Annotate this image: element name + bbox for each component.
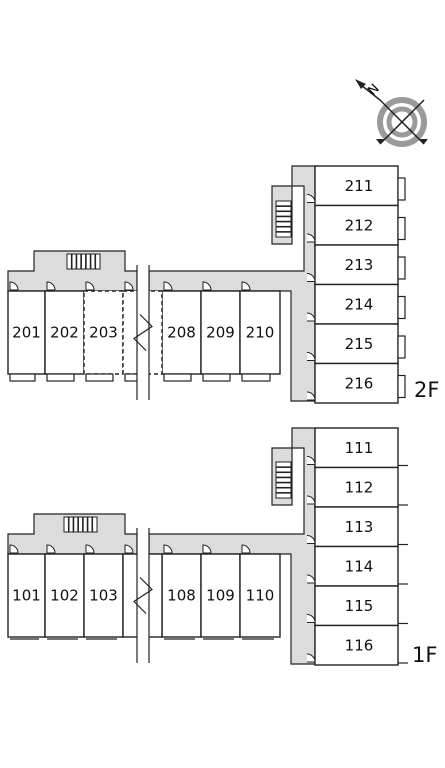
balcony [46, 373, 75, 382]
unit-label-212: 212 [345, 216, 374, 234]
unit-label-116: 116 [345, 636, 374, 654]
unit-215 [314, 323, 399, 365]
unit-label-202: 202 [50, 324, 79, 342]
unit-202 [44, 290, 85, 375]
door-icon [202, 281, 212, 291]
compass-north-label: N [365, 81, 382, 98]
unit-label-108: 108 [167, 587, 196, 605]
unit-label-203: 203 [89, 324, 118, 342]
balcony [85, 373, 114, 382]
balcony [397, 216, 406, 241]
unit-label-209: 209 [206, 324, 235, 342]
balcony [202, 373, 231, 382]
balcony [397, 177, 406, 201]
door-icon [202, 544, 212, 554]
unit-label-208: 208 [167, 324, 196, 342]
unit-209 [200, 290, 241, 375]
unit-label-115: 115 [345, 597, 374, 615]
unit-116 [314, 624, 399, 666]
unit-label-101: 101 [12, 587, 41, 605]
unit-label-114: 114 [345, 557, 374, 575]
door-icon [241, 544, 251, 554]
unit-label-214: 214 [345, 295, 374, 313]
unit-label-110: 110 [246, 587, 275, 605]
unit-211 [314, 165, 399, 207]
unit-110 [239, 553, 281, 638]
unit-label-112: 112 [345, 478, 374, 496]
door-icon [241, 281, 251, 291]
compass: N [355, 79, 428, 147]
unit-210 [239, 290, 281, 375]
balcony [397, 295, 406, 320]
door-icon [9, 544, 19, 554]
door-icon [46, 544, 56, 554]
door-icon [46, 281, 56, 291]
door-icon [85, 281, 95, 291]
unit-108 [161, 553, 202, 638]
balcony [397, 335, 406, 359]
unit-101 [7, 553, 46, 638]
door-icon [124, 544, 134, 554]
unit-label-215: 215 [345, 335, 374, 353]
unit-112 [314, 466, 399, 508]
unit-label-213: 213 [345, 256, 374, 274]
unit-label-103: 103 [89, 587, 118, 605]
unit-113 [314, 506, 399, 548]
floor-1f: 101 102 103 108 109 110 111 112 113 114 115 116 1F [7, 427, 437, 667]
door-icon [124, 281, 134, 291]
unit-213 [314, 244, 399, 286]
door-icon [163, 544, 173, 554]
balcony [163, 373, 192, 382]
door-icon [85, 544, 95, 554]
balcony [241, 373, 271, 382]
unit-214 [314, 283, 399, 325]
unit-label-210: 210 [246, 324, 275, 342]
unit-label-216: 216 [345, 374, 374, 392]
break-mark [133, 314, 153, 351]
unit-111 [314, 427, 399, 469]
unit-label-102: 102 [50, 587, 79, 605]
door-icon [9, 281, 19, 291]
unit-label-211: 211 [345, 177, 374, 195]
unit-label-113: 113 [345, 518, 374, 536]
unit-label-201: 201 [12, 324, 41, 342]
unit-label-111: 111 [345, 439, 374, 457]
floor-2f: 201 202 203 208 209 210 211 212 213 214 215 216 2F [7, 165, 439, 404]
unit-label-109: 109 [206, 587, 235, 605]
unit-216 [314, 362, 399, 404]
unit-201 [7, 290, 46, 375]
break-mark [133, 577, 153, 614]
floor-label: 1F [412, 643, 437, 667]
compass-rose-icon [355, 79, 428, 147]
door-icon [163, 281, 173, 291]
unit-102 [44, 553, 85, 638]
floor-label: 2F [414, 378, 439, 402]
balcony [397, 256, 406, 280]
unit-115 [314, 585, 399, 627]
balcony [9, 373, 36, 382]
balcony [397, 374, 406, 399]
